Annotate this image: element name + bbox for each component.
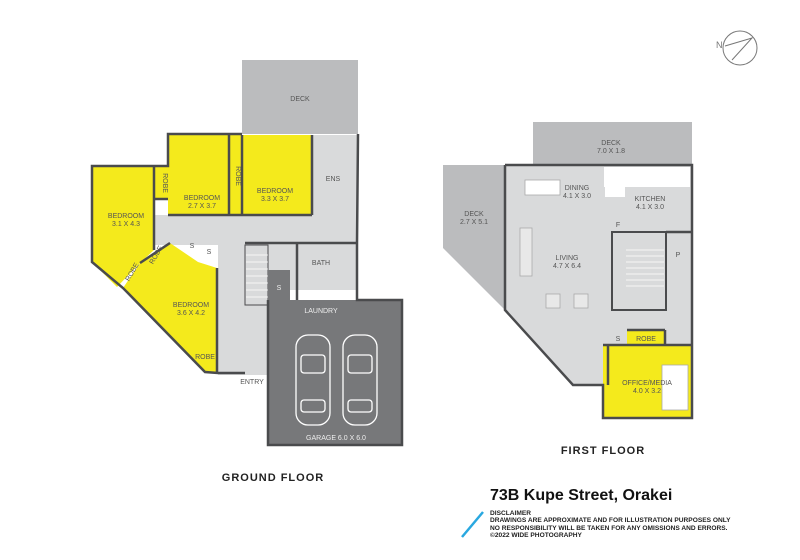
- kitchen-counter: [604, 167, 690, 187]
- storage-label: S: [207, 249, 212, 256]
- bedroom-2-label: BEDROOM: [184, 195, 220, 202]
- first-floor-plan: DECK 7.0 X 1.8 DECK 2.7 X 5.1 DINING 4.1…: [443, 122, 694, 457]
- deck-left-label: DECK: [464, 211, 484, 218]
- dining-table: [524, 179, 561, 196]
- dining-label: DINING: [565, 185, 590, 192]
- deck-label: DECK: [290, 96, 310, 103]
- armchair: [545, 293, 561, 309]
- bedroom-2: [168, 135, 229, 215]
- bedroom-3: [242, 135, 312, 215]
- dining-size: 4.1 X 3.0: [563, 193, 591, 200]
- armchair: [573, 293, 589, 309]
- living-label: LIVING: [556, 255, 579, 262]
- pantry-label: P: [676, 252, 681, 259]
- living-size: 4.7 X 6.4: [553, 263, 581, 270]
- deck-ground: [242, 60, 358, 134]
- stair-treads: [246, 254, 268, 298]
- bedroom-1-size: 3.1 X 4.3: [112, 221, 140, 228]
- sofa: [519, 227, 533, 277]
- stairs: [244, 244, 269, 306]
- deck-top-size: 7.0 X 1.8: [597, 148, 625, 155]
- fridge-label: F: [616, 222, 620, 229]
- disclaimer-line: DRAWINGS ARE APPROXIMATE AND FOR ILLUSTR…: [490, 517, 731, 525]
- bath: [297, 243, 357, 290]
- stairs-first: [611, 231, 667, 311]
- deck-left-size: 2.7 X 5.1: [460, 219, 488, 226]
- copyright: ©2022 WIDE PHOTOGRAPHY: [490, 532, 582, 540]
- robe-left: [154, 166, 168, 199]
- ens: [312, 135, 357, 215]
- deck-left: [443, 165, 505, 310]
- disclaimer: DISCLAIMER DRAWINGS ARE APPROXIMATE AND …: [490, 510, 731, 540]
- car-icon: [295, 334, 331, 426]
- deck-top: [533, 122, 692, 165]
- garage: [268, 300, 402, 445]
- ens-label: ENS: [326, 176, 341, 183]
- bedroom-4-size: 3.6 X 4.2: [177, 310, 205, 317]
- address-title: 73B Kupe Street, Orakei: [490, 487, 673, 504]
- robe-middle: [229, 135, 242, 215]
- bedroom-2-size: 2.7 X 3.7: [188, 203, 216, 210]
- ground-floor-plan: DECK BEDROOM 3.1 X 4.3 BEDROOM 2.7 X 3.7…: [90, 60, 404, 484]
- bedroom-1-label: BEDROOM: [108, 213, 144, 220]
- robe-label: ROBE: [161, 173, 168, 193]
- compass-letter: N: [716, 40, 723, 50]
- bedroom-3-label: BEDROOM: [257, 188, 293, 195]
- bath-label: BATH: [312, 260, 330, 267]
- entry-label: ENTRY: [240, 379, 264, 386]
- walls-ground: [90, 132, 404, 447]
- bedroom-4-label: BEDROOM: [173, 302, 209, 309]
- first-floor-title: FIRST FLOOR: [561, 445, 645, 457]
- car-icon: [342, 334, 378, 426]
- robe-label: ROBE: [195, 354, 215, 361]
- walls-first: [503, 163, 694, 420]
- storage-label: S: [616, 336, 621, 343]
- disclaimer-heading: DISCLAIMER: [490, 510, 532, 517]
- kitchen-label: KITCHEN: [635, 196, 666, 203]
- north-arrow-icon: N: [716, 30, 758, 66]
- storage-label: S: [277, 285, 282, 292]
- accent-slash: [461, 511, 484, 538]
- stair-treads: [626, 249, 664, 287]
- kitchen-size: 4.1 X 3.0: [636, 204, 664, 211]
- storage-label: S: [190, 243, 195, 250]
- robe-label: ROBE: [234, 166, 241, 186]
- disclaimer-line: NO RESPONSIBILITY WILL BE TAKEN FOR ANY …: [490, 524, 728, 532]
- kitchen-island: [605, 167, 625, 197]
- storage-closet: [268, 270, 290, 300]
- bedroom-4: [123, 243, 217, 372]
- bedroom-3-size: 3.3 X 3.7: [261, 196, 289, 203]
- bedroom-1: [92, 166, 154, 287]
- deck-top-label: DECK: [601, 140, 621, 147]
- robe-label: ROBE: [636, 336, 656, 343]
- laundry-label: LAUNDRY: [304, 308, 338, 315]
- office-label: OFFICE/MEDIA: [622, 380, 672, 387]
- office-size: 4.0 X 3.2: [633, 388, 661, 395]
- robe-first: [627, 330, 665, 345]
- garage-label: GARAGE 6.0 X 6.0: [306, 435, 366, 442]
- office-sofa: [661, 364, 689, 411]
- ground-floor-title: GROUND FLOOR: [222, 472, 324, 484]
